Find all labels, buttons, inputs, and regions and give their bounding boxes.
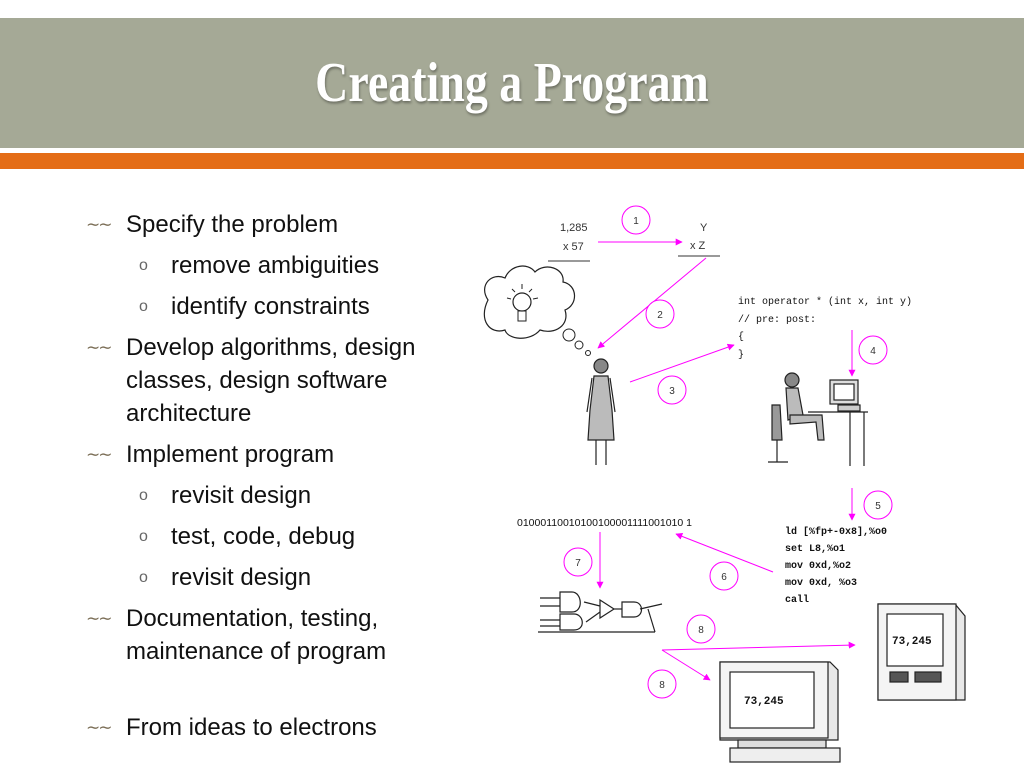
title-bar [0,18,1024,148]
abstract-statement: Y x Z [678,222,720,257]
bullet-marker-icon: ∼∼ [86,338,112,357]
svg-text:1: 1 [633,216,639,227]
circle-bullet-icon: o [139,528,148,545]
svg-text:5: 5 [875,501,881,512]
bullet-item: ∼∼From ideas to electrons [86,711,466,744]
computer-terminal-icon: 73,245 [877,603,966,701]
source-code: int operator * (int x, int y) // pre: po… [738,296,912,361]
logic-circuit-icon [538,591,663,633]
bullet-marker-icon: ∼∼ [86,609,112,628]
svg-text:mov 0xd, %o3: mov 0xd, %o3 [785,577,857,589]
programmer-standing-icon [586,358,616,465]
slide-title: Creating a Program [315,52,709,114]
step-6-marker: 6 [709,561,739,591]
svg-text:int operator * (int x, int y): int operator * (int x, int y) [738,296,912,308]
computer-monitor-icon: 73,245 [719,661,841,763]
step-markers: 1 2 3 4 5 6 7 8 8 [563,205,893,699]
svg-text:x 57: x 57 [563,241,584,253]
svg-text:x Z: x Z [690,240,706,252]
bullet-marker-icon: ∼∼ [86,445,112,464]
circle-bullet-icon: o [139,569,148,586]
person-at-computer-icon [768,372,868,466]
circle-bullet-icon: o [139,487,148,504]
svg-text:{: { [738,331,744,343]
svg-text:7: 7 [575,558,581,569]
step-8-marker-lower: 8 [647,669,677,699]
svg-text:1,285: 1,285 [560,222,588,234]
bullet-item: ∼∼Documentation, testing, maintenance of… [86,602,466,668]
step-7-marker: 7 [563,547,593,577]
svg-text:8: 8 [698,625,704,636]
svg-text:4: 4 [870,346,876,357]
bullet-item: ∼∼Implement program [86,438,466,471]
svg-text:Y: Y [700,222,708,234]
bullet-marker-icon: ∼∼ [86,718,112,737]
svg-text:ld [%fp+-0x8],%o0: ld [%fp+-0x8],%o0 [785,526,887,538]
svg-text:3: 3 [669,386,675,397]
svg-text:73,245: 73,245 [892,636,932,648]
step-1-marker: 1 [621,205,651,235]
lightbulb-thought-icon [483,265,591,356]
svg-text:call: call [785,594,809,606]
svg-text:// pre: post:: // pre: post: [738,314,816,326]
svg-text:set L8,%o1: set L8,%o1 [785,544,845,555]
svg-text:8: 8 [659,680,665,691]
bullet-item: ∼∼Specify the problem [86,208,466,241]
step-8-marker: 8 [686,614,716,644]
bullet-marker-icon: ∼∼ [86,215,112,234]
step-2-marker: 2 [645,299,675,329]
svg-text:}: } [738,349,744,361]
circle-bullet-icon: o [139,298,148,315]
binary-code: 01000110010100100001111001010 1 [517,517,692,529]
circle-bullet-icon: o [139,257,148,274]
svg-text:6: 6 [721,572,727,583]
svg-text:73,245: 73,245 [744,696,784,708]
svg-text:2: 2 [657,310,663,321]
accent-stripe [0,153,1024,169]
problem-statement: 1,285 x 57 [548,222,590,262]
step-4-marker: 4 [858,335,888,365]
svg-text:mov 0xd,%o2: mov 0xd,%o2 [785,560,851,572]
assembly-code: ld [%fp+-0x8],%o0 set L8,%o1 mov 0xd,%o2… [785,526,887,606]
bullet-item: ∼∼Develop algorithms, design classes, de… [86,331,466,430]
step-5-marker: 5 [863,490,893,520]
step-3-marker: 3 [657,375,687,405]
